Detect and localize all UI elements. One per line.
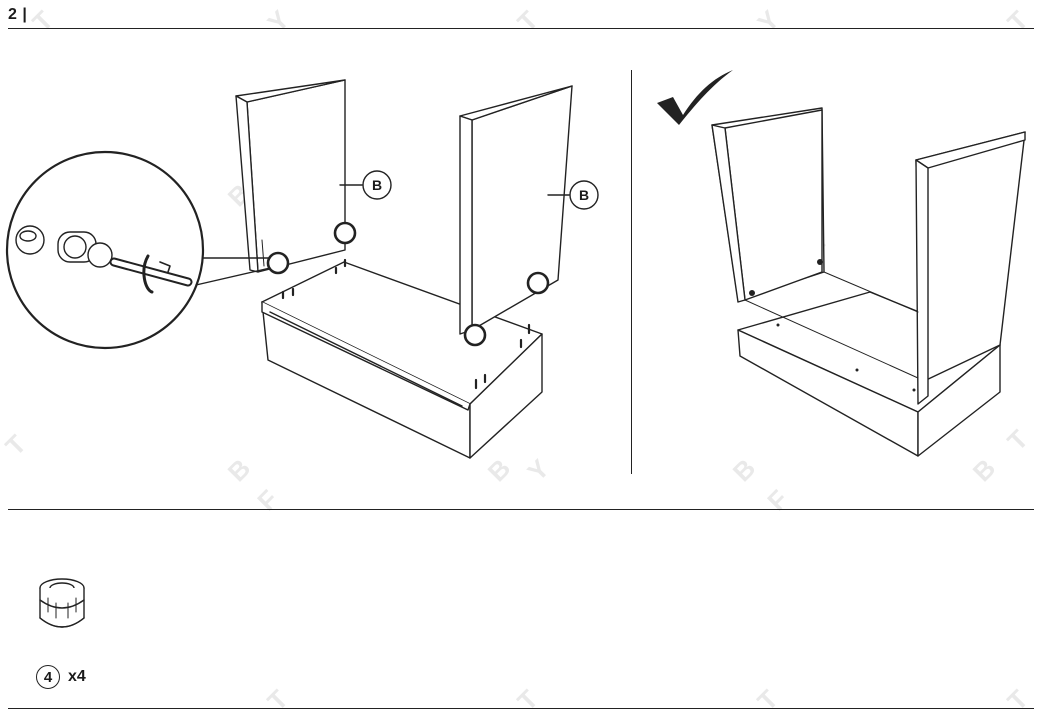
step-number: 2 | [8,6,28,23]
base-unit [261,261,543,459]
hardware-part-number: 4 [36,665,60,689]
label-callouts [339,170,599,210]
part-label-left: B [372,177,383,193]
cam-hole-markers [266,221,550,347]
hardware-count: 4 x4 [36,664,86,690]
finished-cabinet [711,107,1026,457]
checkmark-icon [657,70,733,125]
side-panel-left [235,79,346,273]
panel-divider [631,70,632,474]
detail-magnifier [5,150,271,350]
hardware-quantity: x4 [68,668,86,685]
footer-rule [8,708,1034,709]
part-label-right: B [579,187,590,203]
cam-lock-fitting-icon [39,578,85,628]
base-dowels [281,258,531,390]
section-rule [8,509,1034,510]
header-rule [8,28,1034,29]
cam-locks-fitted [749,259,916,392]
side-panel-right [459,85,573,335]
